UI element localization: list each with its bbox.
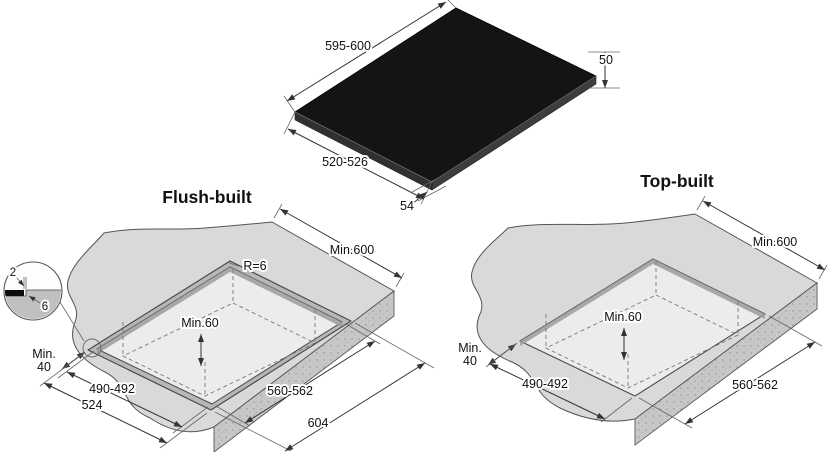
detail-glass-section — [5, 290, 24, 296]
flush-side-clearance-label-1: Min. — [32, 347, 56, 361]
top-built-diagram: Top-built Min.60 Min.600 — [456, 171, 828, 446]
flush-rebate-width-dimension: 604 — [214, 322, 435, 452]
glass-edge-highlight — [431, 75, 597, 183]
flush-rebate-depth-label: 524 — [82, 398, 103, 412]
cooktop-depth-label: 520-526 — [322, 155, 368, 169]
flush-edge-detail: 2 6 — [3, 261, 102, 358]
flush-cutout-hole — [96, 266, 343, 405]
flush-cutout-width-label: 560-562 — [267, 384, 313, 398]
flush-cutout-depth-label: 490-492 — [89, 382, 135, 396]
flush-hob-body-dashed — [121, 269, 317, 397]
flush-side-clearance-dimension: Min. 40 — [30, 345, 86, 376]
cooktop-front-height-label: 54 — [400, 199, 414, 213]
detail-gap-label: 2 — [10, 267, 16, 279]
detail-target-circle — [82, 338, 102, 358]
cooktop-height-dimension: 50 — [588, 51, 620, 89]
cooktop-depth-dimension: 520-526 — [283, 111, 433, 205]
flush-clearance-label: Min.60 — [181, 316, 219, 330]
topbuilt-counter-depth-label: Min.600 — [753, 235, 798, 249]
flush-counter-depth-dimension: Min.600 — [273, 203, 405, 288]
topbuilt-side-clearance-dimension: Min. 40 — [456, 339, 517, 370]
cooktop-isometric-view: 595-600 520-526 50 54 — [283, 0, 620, 215]
flush-counter-depth-label: Min.600 — [330, 243, 375, 257]
topbuilt-hob-body-dashed — [544, 261, 740, 389]
flush-side-clearance-label-2: 40 — [37, 360, 51, 374]
topbuilt-side-clearance-label-1: Min. — [458, 341, 482, 355]
detail-step-label: 6 — [42, 301, 48, 313]
topbuilt-cutout-hole — [519, 258, 766, 397]
cooktop-height-label: 50 — [599, 53, 613, 67]
flush-clearance-dimension: Min.60 — [179, 314, 221, 366]
flush-rebate-depth-dimension: 524 — [39, 352, 208, 449]
topbuilt-cutout-depth-label: 490-492 — [522, 377, 568, 391]
flush-built-diagram: Flush-built Min.60 Min.60 — [3, 187, 435, 452]
flush-rebate-width-label: 604 — [308, 416, 329, 430]
flush-built-title: Flush-built — [162, 187, 252, 207]
topbuilt-cutout-width-dimension: 560-562 — [638, 315, 823, 429]
flush-radius-label: R=6 — [243, 259, 266, 273]
topbuilt-cutout-depth-dimension: 490-492 — [485, 342, 633, 423]
topbuilt-cutout-width-label: 560-562 — [732, 378, 778, 392]
topbuilt-clearance-label: Min.60 — [604, 310, 642, 324]
topbuilt-side-clearance-label-2: 40 — [463, 354, 477, 368]
top-built-title: Top-built — [640, 171, 714, 191]
cooktop-width-dimension: 595-600 — [283, 0, 457, 113]
topbuilt-counter-depth-dimension: Min.600 — [696, 195, 828, 280]
cooktop-front-height-dimension: 54 — [398, 176, 447, 215]
cooktop-width-label: 595-600 — [325, 39, 371, 53]
flush-radius-callout: R=6 — [226, 257, 269, 275]
topbuilt-clearance-dimension: Min.60 — [602, 308, 644, 360]
